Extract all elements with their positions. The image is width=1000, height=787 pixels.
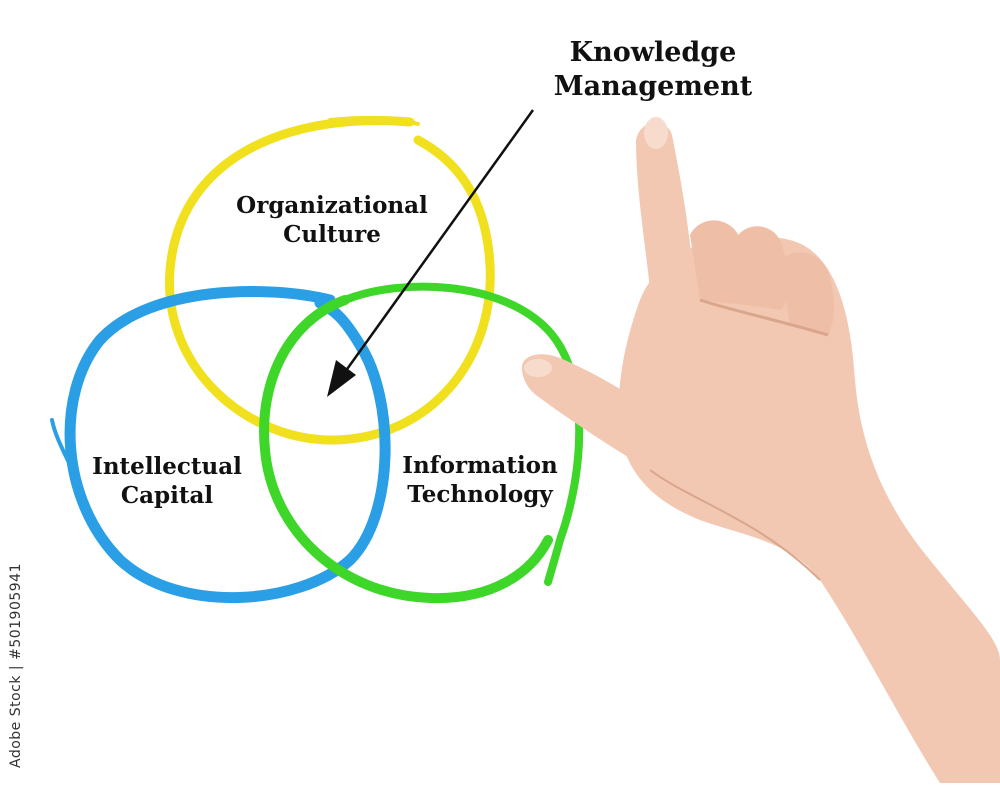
stock-id-watermark: Adobe Stock | #501905941 bbox=[8, 563, 24, 768]
ic-line-1: Intellectual bbox=[92, 453, 242, 480]
org-line-1: Organizational bbox=[236, 192, 428, 219]
pointing-hand-image bbox=[521, 117, 1000, 783]
knowledge-management-title: Knowledge Management bbox=[538, 36, 768, 104]
pointer-arrow bbox=[327, 109, 535, 397]
intellectual-capital-label: Intellectual Capital bbox=[72, 453, 262, 511]
intellectual-capital-circle bbox=[50, 285, 391, 604]
arrowhead-icon bbox=[327, 360, 356, 397]
org-line-2: Culture bbox=[283, 220, 381, 248]
ic-line-2: Capital bbox=[120, 481, 214, 509]
organizational-culture-label: Organizational Culture bbox=[222, 192, 442, 250]
it-line-2: Technology bbox=[407, 480, 553, 508]
organizational-culture-circle bbox=[165, 115, 495, 445]
title-line-2: Management bbox=[553, 70, 753, 102]
information-technology-label: Information Technology bbox=[380, 452, 580, 510]
it-line-1: Information bbox=[402, 452, 558, 479]
title-line-1: Knowledge bbox=[569, 37, 737, 68]
